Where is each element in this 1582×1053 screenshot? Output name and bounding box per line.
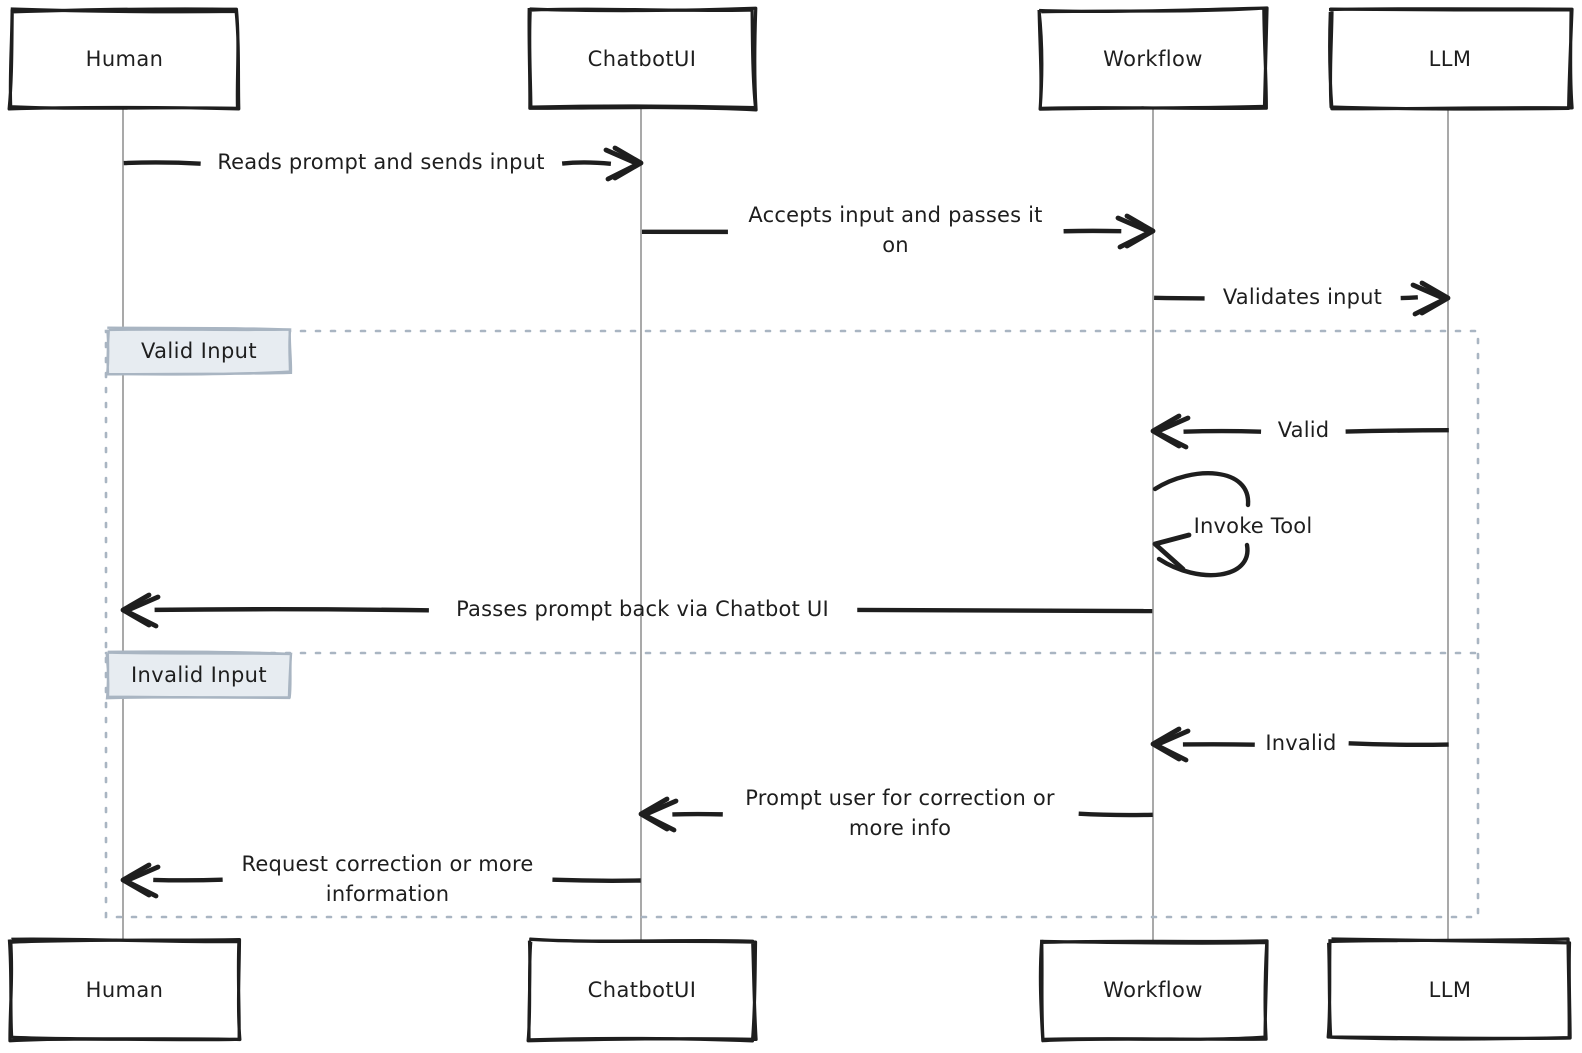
fragment-tab-box-valid-input — [105, 326, 293, 376]
actors-top-layer: Human ChatbotUI Workflow LLM — [7, 6, 1574, 112]
arrow-head — [603, 145, 644, 182]
message-label-m4: Valid — [1278, 418, 1330, 442]
arrow-head — [1150, 413, 1191, 450]
arrow-head — [1410, 280, 1451, 317]
actor-label-human-top: Human — [86, 47, 164, 71]
actor-box-workflow-top — [1037, 6, 1269, 111]
message-label-m7: Invalid — [1265, 731, 1336, 755]
message-m5[interactable]: Invoke Tool — [1152, 471, 1313, 578]
message-label-m2: on — [882, 233, 909, 257]
arrow-head — [120, 862, 161, 899]
message-label-m1: Reads prompt and sends input — [217, 150, 544, 174]
message-label-m3: Validates input — [1223, 285, 1382, 309]
message-m4[interactable]: Valid — [1150, 413, 1449, 450]
message-label-m2: Accepts input and passes it — [748, 203, 1042, 227]
actor-label-workflow-top: Workflow — [1103, 47, 1203, 71]
message-line-left-m9 — [153, 877, 223, 883]
message-line-left-m1 — [123, 160, 201, 166]
message-label-m8: more info — [849, 816, 951, 840]
arrow-head-stroke-2 — [123, 864, 161, 899]
actor-box-llm-bottom — [1326, 937, 1572, 1041]
message-line-right-m9 — [552, 877, 641, 883]
message-label-m9: information — [326, 882, 449, 906]
actor-chatbotui-bottom[interactable]: ChatbotUI — [526, 937, 758, 1043]
arrow-head-stroke-2 — [123, 594, 161, 629]
message-line-right-m3 — [1400, 295, 1418, 301]
message-m1[interactable]: Reads prompt and sends input — [123, 145, 644, 182]
actor-label-llm-top: LLM — [1429, 47, 1472, 71]
lifelines-layer — [122, 108, 1449, 941]
arrow-head-stroke-2 — [641, 798, 679, 833]
message-label-m6: Passes prompt back via Chatbot UI — [456, 597, 829, 621]
selfloop-arrowhead-m5 — [1152, 532, 1192, 572]
fragment-layer — [104, 329, 1480, 919]
arrow-head — [1115, 213, 1156, 250]
message-m9[interactable]: Request correction or more information — [120, 852, 641, 906]
actor-box-workflow-bottom — [1038, 939, 1269, 1043]
arrow-head-stroke-2 — [1153, 415, 1191, 450]
actor-workflow-top[interactable]: Workflow — [1037, 6, 1269, 111]
message-m2[interactable]: Accepts input and passes it on — [641, 203, 1156, 257]
message-m7[interactable]: Invalid — [1150, 726, 1449, 763]
message-m3[interactable]: Validates input — [1154, 280, 1451, 317]
arrow-head — [1150, 726, 1191, 763]
message-line-left-m3 — [1154, 295, 1205, 301]
actor-box-human-bottom — [7, 937, 242, 1043]
message-line-left-m4 — [1183, 428, 1262, 434]
actor-box-human-top — [7, 7, 241, 111]
message-m6[interactable]: Passes prompt back via Chatbot UI — [120, 592, 1153, 629]
actor-box-chatbotui-bottom — [526, 937, 758, 1043]
actor-label-chatbotui-top: ChatbotUI — [588, 47, 697, 71]
message-label-m9: Request correction or more — [242, 852, 534, 876]
fragment-tab-valid-input[interactable]: Valid Input — [105, 326, 293, 376]
selfloop-upper-m5 — [1152, 471, 1251, 508]
selfloop-lower-m5 — [1156, 542, 1250, 578]
actors-bottom-layer: Human ChatbotUI Workflow LLM — [7, 937, 1572, 1043]
actor-box-llm-top — [1328, 7, 1574, 111]
fragment-outline — [104, 329, 1480, 919]
fragment-tab-label-invalid-input: Invalid Input — [131, 663, 267, 687]
message-line-right-m7 — [1348, 741, 1449, 748]
actor-box-chatbotui-top — [527, 6, 758, 112]
message-label-m8: Prompt user for correction or — [745, 786, 1055, 810]
message-line-right-m8 — [1078, 811, 1153, 818]
actor-llm-top[interactable]: LLM — [1328, 7, 1574, 111]
fragment-tab-box-invalid-input — [105, 650, 293, 700]
arrow-head — [638, 796, 679, 833]
message-label-m5: Invoke Tool — [1194, 514, 1313, 538]
fragment-tab-invalid-input[interactable]: Invalid Input — [105, 650, 293, 700]
actor-human-bottom[interactable]: Human — [7, 937, 242, 1043]
actor-label-chatbotui-bottom: ChatbotUI — [588, 978, 697, 1002]
message-line-right-m6 — [857, 607, 1153, 614]
actor-label-human-bottom: Human — [86, 978, 164, 1002]
message-line-right-m1 — [561, 160, 612, 167]
message-line-right-m4 — [1345, 427, 1449, 434]
fragment-tab-label-valid-input: Valid Input — [141, 339, 257, 363]
actor-llm-bottom[interactable]: LLM — [1326, 937, 1572, 1041]
actor-label-llm-bottom: LLM — [1429, 978, 1472, 1002]
arrow-head-stroke-2 — [1153, 728, 1191, 763]
message-line-left-m6 — [154, 607, 429, 613]
arrow-head-stroke-2 — [1115, 215, 1153, 250]
actor-label-workflow-bottom: Workflow — [1103, 978, 1203, 1002]
arrow-head-stroke-2 — [603, 147, 641, 182]
arrow-head — [120, 592, 161, 629]
actor-chatbotui-top[interactable]: ChatbotUI — [527, 6, 758, 112]
actor-human-top[interactable]: Human — [7, 7, 241, 111]
arrow-head-stroke-2 — [1410, 282, 1448, 317]
actor-workflow-bottom[interactable]: Workflow — [1038, 939, 1269, 1043]
message-m8[interactable]: Prompt user for correction or more info — [638, 786, 1153, 840]
